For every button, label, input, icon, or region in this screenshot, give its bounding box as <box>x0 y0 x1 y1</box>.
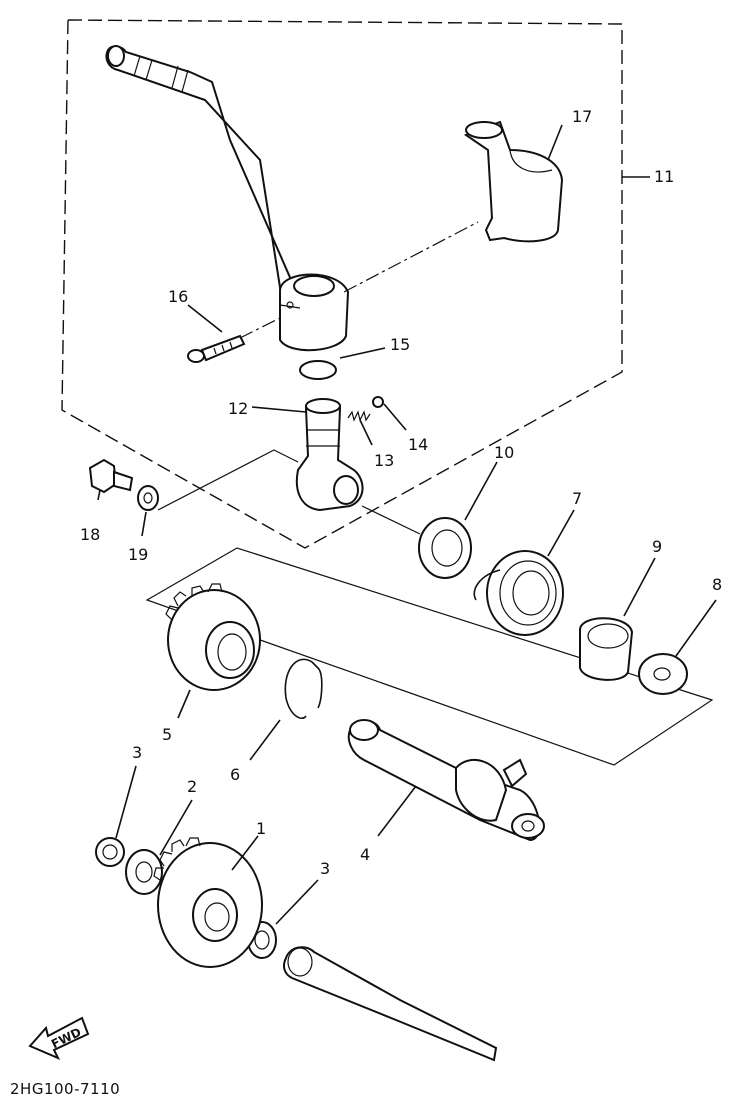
callout-3-right: 3 <box>320 859 330 878</box>
callout-8: 8 <box>712 575 722 594</box>
callout-17: 17 <box>572 107 592 126</box>
oil-seal-10 <box>418 517 472 579</box>
diagram-code: 2HG100-7110 <box>10 1080 120 1098</box>
callout-1: 1 <box>256 819 266 838</box>
callout-13: 13 <box>374 451 394 470</box>
ratchet-wheel-5 <box>165 583 261 691</box>
leader-lines <box>97 124 717 925</box>
bolt-16 <box>187 334 246 363</box>
kick-gear-1 <box>153 837 263 968</box>
callout-16: 16 <box>168 287 188 306</box>
callout-3-left: 3 <box>132 743 142 762</box>
callout-9: 9 <box>652 537 662 556</box>
gear-group-boundary <box>145 547 714 766</box>
circlip-6 <box>284 658 323 720</box>
idle-shaft <box>283 946 498 1062</box>
washer-19 <box>137 485 159 511</box>
o-ring-15 <box>299 360 337 380</box>
callout-12: 12 <box>228 399 248 418</box>
callout-11: 11 <box>654 167 674 186</box>
washer-8 <box>638 653 688 695</box>
ball-14 <box>372 396 384 408</box>
kick-crank-lever <box>105 45 350 352</box>
kick-crank-assembly-boundary <box>61 19 623 549</box>
callout-2: 2 <box>187 777 197 796</box>
circlip-3-left <box>95 837 125 867</box>
callout-18: 18 <box>80 525 100 544</box>
kick-axle-12 <box>295 398 364 512</box>
torsion-spring-7 <box>473 550 564 636</box>
washer-2 <box>125 849 163 895</box>
callout-6: 6 <box>230 765 240 784</box>
bolt-18 <box>88 458 134 494</box>
callout-7: 7 <box>572 489 582 508</box>
kick-crank-boss-17 <box>463 120 564 243</box>
assembly-centerlines <box>157 221 479 535</box>
kick-shaft-4 <box>347 719 545 842</box>
fwd-arrow-icon: FWD <box>28 1016 90 1060</box>
callout-4: 4 <box>360 845 370 864</box>
callout-15: 15 <box>390 335 410 354</box>
callout-10: 10 <box>494 443 514 462</box>
washer-19-hole <box>143 492 153 504</box>
spring-guide-9 <box>579 617 634 681</box>
callout-5: 5 <box>162 725 172 744</box>
spring-13 <box>347 410 371 422</box>
callout-14: 14 <box>408 435 428 454</box>
callout-19: 19 <box>128 545 148 564</box>
